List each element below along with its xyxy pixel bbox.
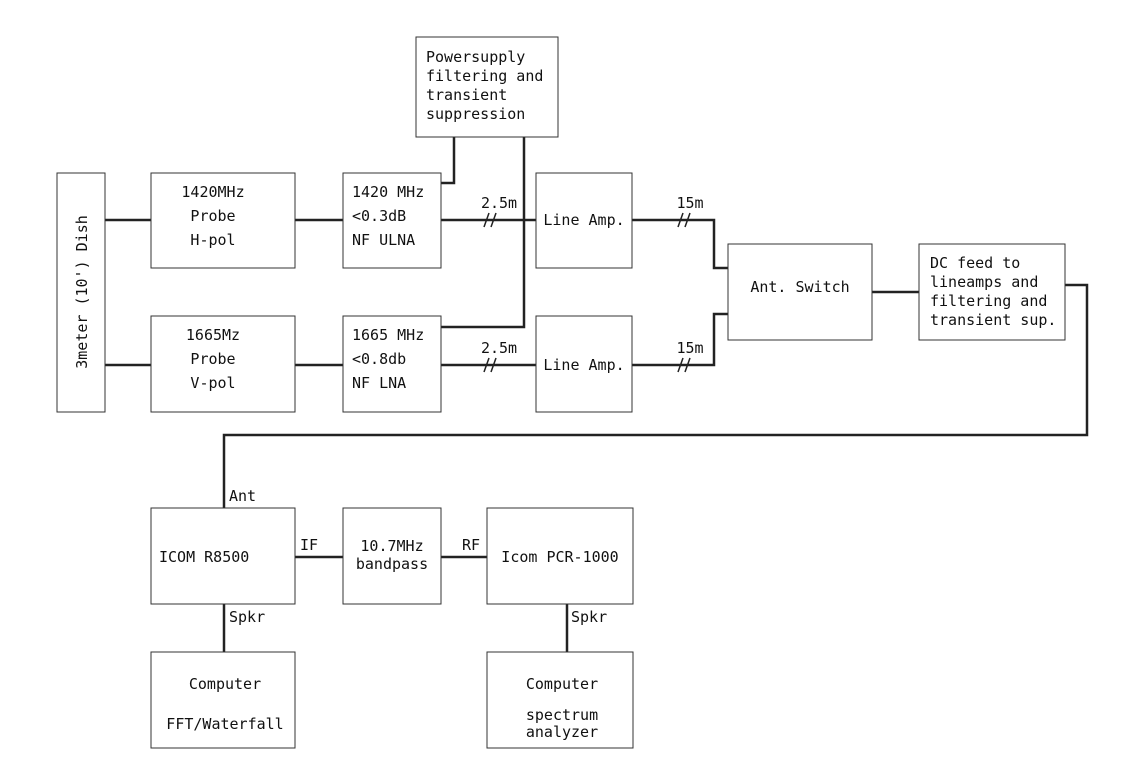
power-supply-line-4: suppression	[426, 105, 525, 123]
probe-h-line-1: 1420MHz	[181, 183, 244, 201]
ulna-box	[342, 172, 442, 269]
line-amp-top-label: Line Amp.	[543, 211, 624, 229]
lna-line-2: <0.8db	[352, 350, 406, 368]
power-supply-line-3: transient	[426, 86, 507, 104]
icom-pcr-box	[486, 507, 634, 605]
computer-right-line-3: analyzer	[526, 723, 598, 741]
port-label-spkr-right: Spkr	[571, 608, 607, 626]
cable-break-bottom-15m	[677, 357, 691, 373]
computer-left-line-1: Computer	[189, 675, 261, 693]
probe-h-line-3: H-pol	[190, 231, 235, 249]
line-amp-top-box	[535, 172, 633, 269]
ant-switch-label: Ant. Switch	[750, 278, 849, 296]
line-amp-bottom-box	[535, 315, 633, 413]
lna-line-3: NF LNA	[352, 374, 406, 392]
probe-v-line-2: Probe	[190, 350, 235, 368]
cable-label-bottom-15m: 15m	[676, 339, 703, 357]
power-supply-line-1: Powersupply	[426, 48, 525, 66]
icom-r8500-box	[150, 507, 296, 605]
dish-label: 3meter (10') Dish	[73, 215, 91, 369]
bandpass-line-1: 10.7MHz	[360, 537, 423, 555]
probe-v-line-1: 1665Mz	[186, 326, 240, 344]
port-label-if: IF	[300, 536, 318, 554]
icom-r8500-label: ICOM R8500	[159, 548, 249, 566]
line-amp-bottom-label: Line Amp.	[543, 356, 624, 374]
probe-h-box	[150, 172, 296, 269]
ant-switch-box	[727, 243, 873, 341]
probe-v-line-3: V-pol	[190, 374, 235, 392]
cable-label-top-2-5m: 2.5m	[481, 194, 517, 212]
dc-feed-line-2: lineamps and	[930, 273, 1038, 291]
port-label-spkr-left: Spkr	[229, 608, 265, 626]
power-supply-box	[415, 36, 559, 138]
ulna-line-1: 1420 MHz	[352, 183, 424, 201]
cable-label-top-15m: 15m	[676, 194, 703, 212]
bandpass-line-2: bandpass	[356, 555, 428, 573]
dish-box	[56, 172, 106, 413]
port-label-ant: Ant	[229, 487, 256, 505]
probe-v-box	[150, 315, 296, 413]
cable-break-top-2-5m	[483, 212, 497, 228]
lna-box	[342, 315, 442, 413]
wire-dcfeed-r8500	[222, 283, 1089, 508]
wire-lineamp-top-switch	[632, 218, 728, 270]
computer-left-line-2: FFT/Waterfall	[166, 715, 283, 733]
ulna-line-2: <0.3dB	[352, 207, 406, 225]
probe-h-line-2: Probe	[190, 207, 235, 225]
computer-left-box	[150, 651, 296, 749]
wire-psu-lna	[441, 137, 526, 329]
icom-pcr-label: Icom PCR-1000	[501, 548, 618, 566]
ulna-line-3: NF ULNA	[352, 231, 415, 249]
port-label-rf: RF	[462, 536, 480, 554]
cable-break-bottom-2-5m	[483, 357, 497, 373]
lna-line-1: 1665 MHz	[352, 326, 424, 344]
wires	[105, 137, 1089, 652]
cable-break-marks	[483, 212, 691, 373]
computer-right-box	[486, 651, 634, 749]
bandpass-box	[342, 507, 442, 605]
dc-feed-line-3: filtering and	[930, 292, 1047, 310]
power-supply-line-2: filtering and	[426, 67, 543, 85]
wire-psu-ulna	[441, 137, 456, 185]
cable-label-bottom-2-5m: 2.5m	[481, 339, 517, 357]
computer-right-line-1: Computer	[526, 675, 598, 693]
wire-lineamp-bottom-switch	[632, 312, 728, 367]
dc-feed-line-1: DC feed to	[930, 254, 1020, 272]
cable-break-top-15m	[677, 212, 691, 228]
dc-feed-line-4: transient sup.	[930, 311, 1056, 329]
dc-feed-box	[918, 243, 1066, 341]
computer-right-line-2: spectrum	[526, 706, 598, 724]
